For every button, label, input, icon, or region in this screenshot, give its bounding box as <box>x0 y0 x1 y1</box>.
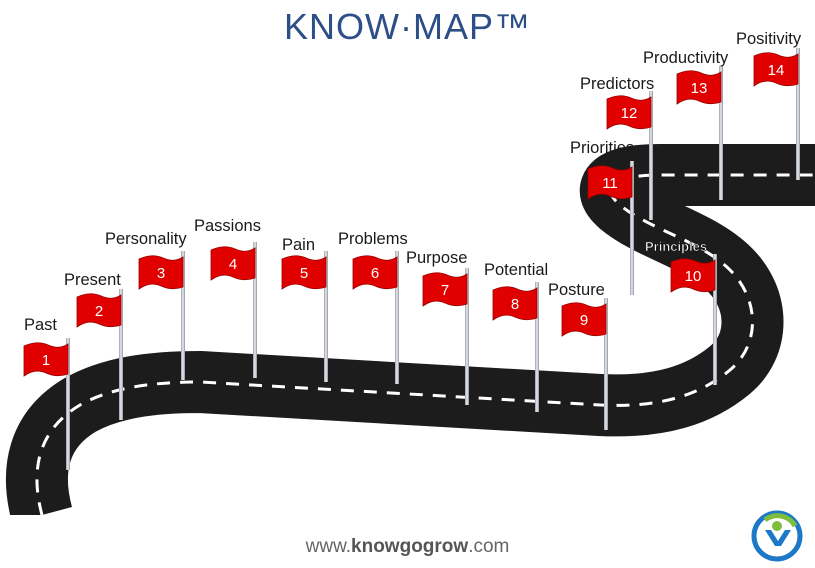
flag-number: 9 <box>580 312 588 329</box>
flag-number: 13 <box>691 80 708 97</box>
flag-icon <box>587 165 633 200</box>
milestone-label: Positivity <box>736 30 802 48</box>
milestone-label: Predictors <box>580 75 654 93</box>
flag-pole <box>253 242 257 378</box>
milestone-label: Principles <box>645 239 707 254</box>
flag-icon <box>606 95 652 130</box>
flag-number: 14 <box>768 62 785 79</box>
milestone-11: 11 Priorities <box>570 139 634 295</box>
flag-icon <box>561 302 607 337</box>
flag-pole <box>465 268 469 405</box>
flag-pole <box>713 254 717 385</box>
footer-brand: knowgogrow <box>351 536 469 557</box>
flag-number: 12 <box>621 105 638 122</box>
milestone-label: Productivity <box>643 49 729 67</box>
flag-number: 10 <box>685 268 702 285</box>
flag-number: 5 <box>300 265 308 282</box>
knowgogrow-logo <box>751 510 803 562</box>
flag-icon <box>281 255 327 290</box>
flag-icon <box>138 255 184 290</box>
flag-icon <box>352 255 398 290</box>
milestone-2: 2 Present <box>64 271 123 420</box>
footer-prefix: www. <box>305 536 352 557</box>
milestone-1: 1 Past <box>23 316 70 470</box>
road-surface <box>5 144 815 523</box>
milestone-14: 14 Positivity <box>736 30 802 180</box>
flag-pole <box>181 251 185 380</box>
milestone-label: Passions <box>194 217 261 235</box>
flag-pole <box>66 338 70 470</box>
road-center-line <box>35 173 815 516</box>
flag-icon <box>210 246 256 281</box>
flag-number: 3 <box>157 265 165 282</box>
flag-pole <box>630 161 634 295</box>
flag-icon <box>676 70 722 105</box>
milestone-13: 13 Productivity <box>643 49 729 200</box>
milestone-label: Past <box>24 316 57 334</box>
flag-icon <box>753 52 799 87</box>
flag-number: 1 <box>42 352 50 369</box>
milestone-10: 10 Principles <box>645 239 717 385</box>
flag-number: 7 <box>441 282 449 299</box>
milestone-8: 8 Potential <box>484 261 548 412</box>
milestone-label: Posture <box>548 281 605 299</box>
milestone-label: Purpose <box>406 249 467 267</box>
flag-number: 6 <box>371 265 379 282</box>
milestone-6: 6 Problems <box>338 230 408 384</box>
website-link[interactable]: www.knowgogrow.com <box>0 536 815 558</box>
milestone-label: Problems <box>338 230 408 248</box>
flag-icon <box>23 342 69 377</box>
road <box>5 144 815 523</box>
flag-icon <box>670 258 716 293</box>
milestone-label: Personality <box>105 230 187 248</box>
footer-suffix: .com <box>468 536 510 557</box>
milestone-label: Pain <box>282 236 315 254</box>
flag-icon <box>76 293 122 328</box>
flag-pole <box>395 251 399 384</box>
flag-pole <box>119 289 123 420</box>
milestone-label: Priorities <box>570 139 634 157</box>
flag-pole <box>719 66 723 200</box>
flag-pole <box>604 298 608 430</box>
flag-number: 2 <box>95 303 103 320</box>
flag-icon <box>492 286 538 321</box>
flag-pole <box>796 48 800 180</box>
milestone-5: 5 Pain <box>281 236 328 382</box>
milestone-label: Present <box>64 271 121 289</box>
milestone-9: 9 Posture <box>548 281 608 430</box>
milestone-7: 7 Purpose <box>406 249 469 405</box>
flag-pole <box>535 282 539 412</box>
flag-number: 8 <box>511 296 519 313</box>
milestone-4: 4 Passions <box>194 217 261 378</box>
flag-icon <box>422 272 468 307</box>
flag-number: 11 <box>602 175 618 192</box>
milestone-3: 3 Personality <box>105 230 187 380</box>
milestone-label: Potential <box>484 261 548 279</box>
milestone-12: 12 Predictors <box>580 75 654 220</box>
flag-pole <box>324 251 328 382</box>
page-title: KNOW·MAP™ <box>284 6 531 47</box>
flag-number: 4 <box>229 256 237 273</box>
flag-pole <box>649 91 653 220</box>
